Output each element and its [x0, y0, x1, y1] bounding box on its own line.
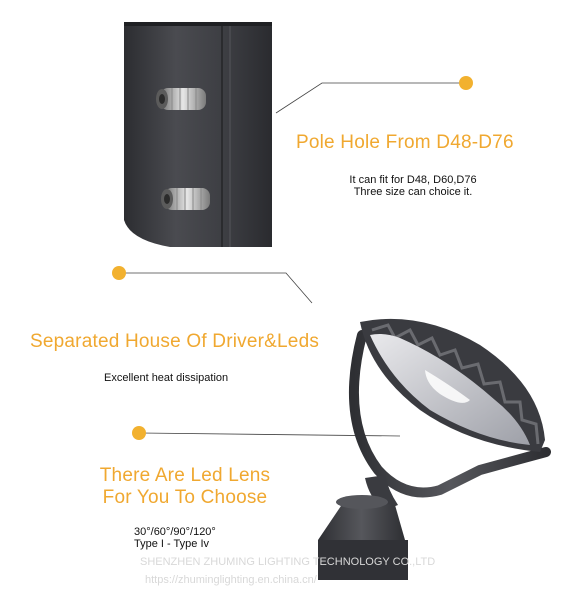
lamp-illustration	[318, 318, 551, 580]
leader-line-housing	[120, 272, 313, 304]
watermark-url: https://zhuminglighting.en.china.cn/	[145, 574, 317, 586]
lens-bullet-dot	[132, 426, 146, 440]
housing-title: Separated House Of Driver&Leds	[30, 331, 320, 352]
watermark-company: SHENZHEN ZHUMING LIGHTING TECHNOLOGY CO.…	[140, 556, 436, 568]
lens-title-line1: There Are Led Lens	[99, 465, 271, 486]
bolt-upper	[156, 88, 206, 110]
pole-hole-description: It can fit for D48, D60,D76 Three size c…	[318, 174, 508, 198]
leader-line-pole	[275, 82, 466, 114]
lens-angles: 30°/60°/90°/120°	[134, 526, 216, 538]
lens-types: Type I - Type Iv	[134, 538, 209, 550]
housing-description: Excellent heat dissipation	[104, 372, 229, 384]
pole-hole-photo	[124, 22, 272, 247]
bolt-lower	[161, 188, 210, 210]
pole-hole-line2: Three size can choice it.	[353, 186, 473, 198]
lens-specs: 30°/60°/90°/120° Type I - Type Iv	[134, 526, 216, 550]
pole-bullet-dot	[459, 76, 473, 90]
housing-bullet-dot	[112, 266, 126, 280]
pole-hole-line1: It can fit for D48, D60,D76	[349, 174, 477, 186]
lens-title-line2: For You To Choose	[102, 487, 268, 508]
pole-hole-title: Pole Hole From D48-D76	[296, 132, 514, 153]
lens-title: There Are Led Lens For You To Choose	[70, 465, 300, 509]
